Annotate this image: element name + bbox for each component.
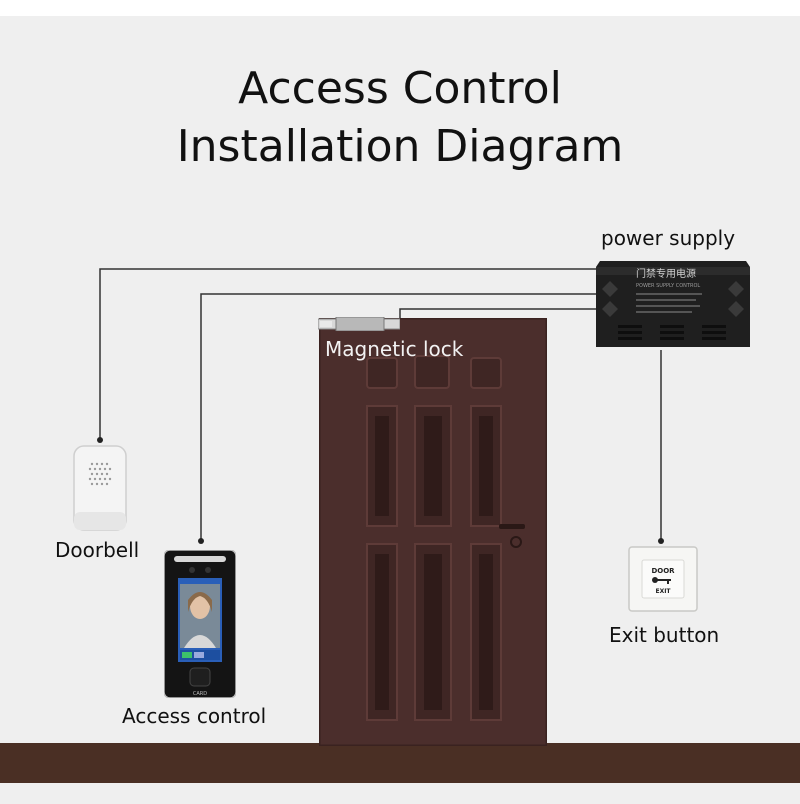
- wire-doorbell: [99, 268, 600, 440]
- exit-exit-text: EXIT: [655, 588, 671, 595]
- label-magnetic-lock: Magnetic lock: [325, 337, 464, 361]
- door-handle: [499, 524, 525, 548]
- wire-end-terminal: [198, 538, 204, 544]
- label-exit-button: Exit button: [609, 623, 720, 647]
- label-power-supply: power supply: [601, 226, 736, 250]
- magnetic-lock: [318, 317, 400, 331]
- psu-en-label: POWER SUPPLY CONTROL: [636, 283, 700, 289]
- power-supply-unit: 门禁专用电源 POWER SUPPLY CONTROL: [596, 261, 750, 347]
- exit-door-text: DOOR: [651, 567, 675, 575]
- access-control-terminal: CARD: [164, 550, 236, 698]
- psu-cn-label: 门禁专用电源: [636, 267, 696, 280]
- wire-terminal: [200, 293, 600, 542]
- floor: [0, 743, 800, 783]
- face-image: [190, 593, 210, 619]
- title-line-1: Access Control: [238, 63, 562, 114]
- door: [319, 318, 547, 746]
- fingerprint-sensor: [189, 667, 211, 687]
- speaker-grille: [88, 462, 112, 486]
- wire-end-exit: [658, 538, 664, 544]
- label-access-control: Access control: [122, 704, 267, 728]
- doorbell-device: [73, 445, 127, 531]
- card-label: CARD: [193, 691, 207, 697]
- label-doorbell: Doorbell: [55, 538, 140, 562]
- title-line-2: Installation Diagram: [176, 121, 624, 172]
- wire-end-doorbell: [97, 437, 103, 443]
- key-icon: [652, 577, 671, 584]
- page-title: Access Control Installation Diagram: [0, 60, 800, 176]
- exit-button-device: DOOR EXIT: [628, 546, 698, 612]
- wire-maglock: [399, 308, 600, 320]
